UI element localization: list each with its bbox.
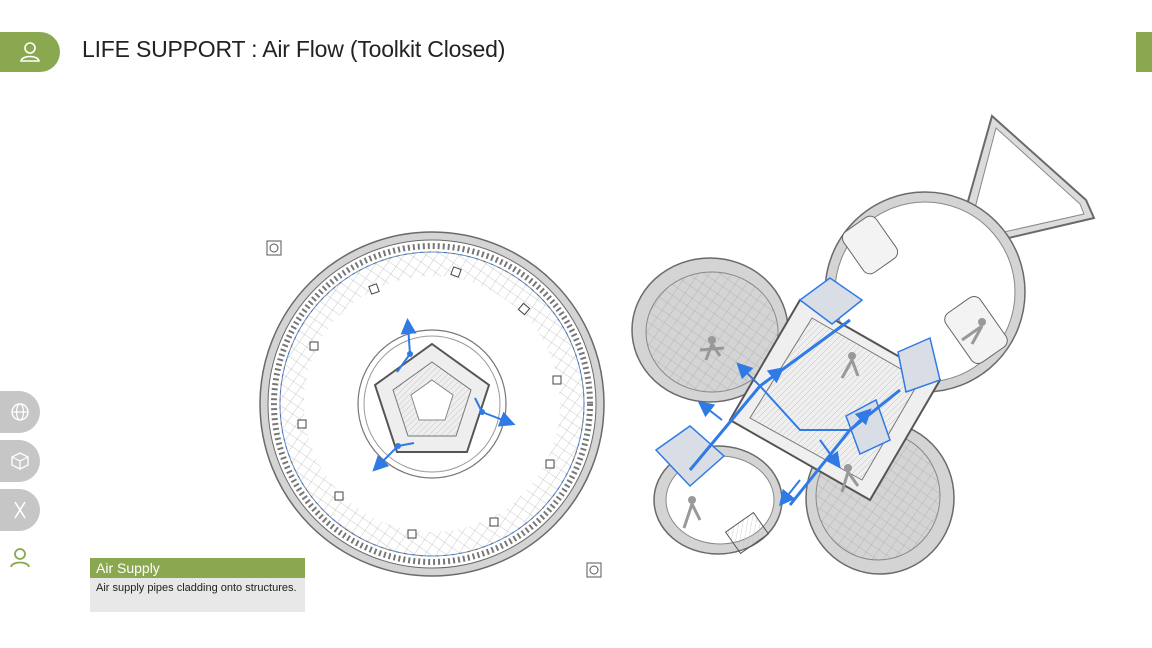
section-marker-top <box>266 240 282 256</box>
right-edge-marker <box>1136 32 1152 72</box>
tools-icon <box>14 501 26 519</box>
circular-plan <box>259 231 605 577</box>
globe-icon <box>11 403 29 421</box>
user-tab[interactable] <box>0 32 60 72</box>
page-title: LIFE SUPPORT : Air Flow (Toolkit Closed) <box>82 36 506 62</box>
sidebar-item-cube[interactable] <box>0 440 40 482</box>
sidebar-item-tools[interactable] <box>0 489 40 531</box>
legend-title: Air Supply <box>90 558 305 578</box>
legend-panel: Air Supply Air supply pipes cladding ont… <box>90 558 305 612</box>
section-marker-bottom <box>586 562 602 578</box>
sidebar-item-user[interactable] <box>0 543 40 573</box>
user-icon <box>20 42 40 62</box>
module-plan <box>631 114 1096 575</box>
legend-description: Air supply pipes cladding onto structure… <box>90 578 305 612</box>
user-icon <box>10 548 30 568</box>
cube-icon <box>11 452 29 470</box>
sidebar-item-globe[interactable] <box>0 391 40 433</box>
